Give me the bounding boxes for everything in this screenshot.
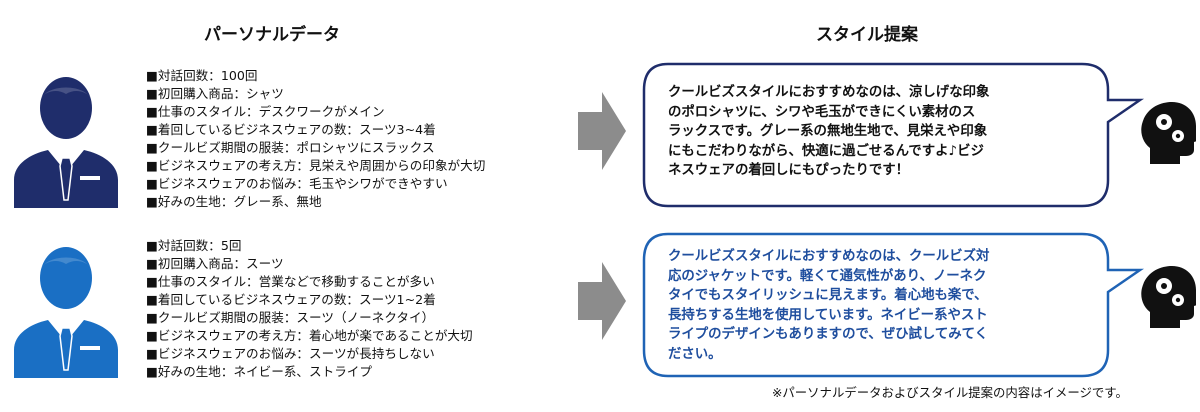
style-proposal-heading: スタイル提案 [816,25,918,45]
speech-bubble-1 [642,62,1145,208]
speech-bubble-2 [642,232,1145,378]
proposal-line: ネスウェアの着回しにもぴったりです！ [668,163,910,179]
ai-head-gears-icon [1141,266,1196,328]
proposal-text-2: クールビズスタイルにおすすめなのは、クールビズ対 応のジャケットです。軽くて通気… [668,247,1086,365]
proposal-line: クールビズスタイルにおすすめなのは、クールビズ対 [668,249,990,264]
proposal-line: タイでもスタイリッシュに見えます。着心地も楽で、 [668,288,988,304]
data-line: ■初回購入商品：シャツ [146,86,284,101]
proposal-line: 応のジャケットです。軽くて通気性があり、ノーネク [668,268,987,284]
data-line: ■仕事のスタイル：デスクワークがメイン [146,104,385,119]
arrow-right-icon [578,92,626,170]
data-line: ■着回しているビジネスウェアの数：スーツ1~2着 [146,292,436,307]
data-line: ■クールビズ期間の服装：スーツ（ノーネクタイ） [146,310,435,325]
proposal-text-1: クールビズスタイルにおすすめなのは、涼しげな印象 のポロシャツに、シワや毛玉がで… [668,83,1086,181]
data-line: ■着回しているビジネスウェアの数：スーツ3~4着 [146,122,436,137]
proposal-line: クールビズスタイルにおすすめなのは、涼しげな印象 [668,85,990,100]
data-line: ■ビジネスウェアのお悩み：毛玉やシワができやすい [146,176,448,191]
data-line: ■ビジネスウェアの考え方：見栄えや周囲からの印象が大切 [146,158,486,173]
footnote: ※パーソナルデータおよびスタイル提案の内容はイメージです。 [772,385,1128,400]
businessman-icon [14,247,118,378]
proposal-line: にもこだわりながら、快適に過ごせるんですよ♪ビジ [668,143,984,159]
arrow-right-icon [578,262,626,340]
data-line: ■クールビズ期間の服装：ポロシャツにスラックス [146,140,435,155]
businessman-icon [14,77,118,208]
data-line: ■仕事のスタイル：営業などで移動することが多い [146,274,435,289]
personal-data-list-2: ■対話回数：5回 ■初回購入商品：スーツ ■仕事のスタイル：営業などで移動するこ… [146,237,473,381]
proposal-line: ラックスです。グレー系の無地生地で、見栄えや印象 [668,124,988,140]
personal-data-list-1: ■対話回数：100回 ■初回購入商品：シャツ ■仕事のスタイル：デスクワークがメ… [146,67,485,211]
proposal-line: 長持ちする生地を使用しています。ネイビー系やスト [668,307,988,323]
data-line: ■対話回数：100回 [146,68,258,83]
data-line: ■好みの生地：ネイビー系、ストライプ [146,364,372,379]
proposal-line: ださい。 [668,346,722,362]
data-line: ■好みの生地：グレー系、無地 [146,194,322,209]
data-line: ■ビジネスウェアのお悩み：スーツが長持ちしない [146,346,435,361]
ai-head-gears-icon [1141,102,1196,164]
personal-data-heading: パーソナルデータ [204,25,340,45]
proposal-line: ライプのデザインもありますので、ぜひ試してみてく [668,327,989,343]
data-line: ■対話回数：5回 [146,238,242,253]
data-line: ■初回購入商品：スーツ [146,256,284,271]
data-line: ■ビジネスウェアの考え方：着心地が楽であることが大切 [146,328,473,343]
proposal-line: のポロシャツに、シワや毛玉ができにくい素材のス [668,104,976,120]
